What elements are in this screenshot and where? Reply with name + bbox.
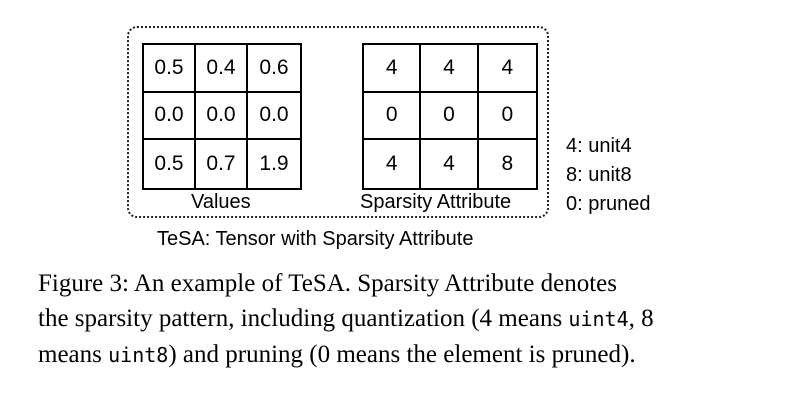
caption-line-3: means uint8) and pruning (0 means the el… xyxy=(38,337,798,373)
caption-line-2: the sparsity pattern, including quantiza… xyxy=(38,301,798,337)
sparsity-cell: 4 xyxy=(421,45,479,93)
sparsity-cell: 0 xyxy=(478,93,536,141)
values-cell: 0.6 xyxy=(248,45,300,93)
sparsity-cell: 0 xyxy=(364,92,422,141)
values-label: Values xyxy=(191,191,251,213)
values-cell: 0.0 xyxy=(248,93,300,141)
caption-text: the sparsity pattern, including quantiza… xyxy=(38,305,569,332)
legend-item-unit4: 4: unit4 xyxy=(566,135,632,157)
sparsity-grid: 4 4 4 0 0 0 4 4 8 xyxy=(362,43,538,190)
values-cell: 0.0 xyxy=(196,92,248,141)
tesa-label: TeSA: Tensor with Sparsity Attribute xyxy=(157,228,474,250)
values-cell: 0.4 xyxy=(196,45,248,93)
sparsity-cell: 4 xyxy=(478,45,536,93)
values-grid: 0.5 0.4 0.6 0.0 0.0 0.0 0.5 0.7 1.9 xyxy=(142,43,302,190)
sparsity-cell: 4 xyxy=(364,140,422,188)
caption-text: means xyxy=(38,341,109,368)
legend-item-pruned: 0: pruned xyxy=(566,193,651,215)
sparsity-cell: 0 xyxy=(421,92,479,141)
sparsity-cell: 4 xyxy=(364,45,422,93)
figure-caption: Figure 3: An example of TeSA. Sparsity A… xyxy=(38,266,798,373)
values-cell: 0.5 xyxy=(144,45,196,93)
sparsity-cell: 4 xyxy=(421,140,479,188)
legend: 4: unit4 8: unit8 0: pruned xyxy=(566,132,651,219)
tesa-figure: 0.5 0.4 0.6 0.0 0.0 0.0 0.5 0.7 1.9 4 4 … xyxy=(127,26,651,250)
code-uint4: uint4 xyxy=(568,307,629,331)
caption-text: , 8 xyxy=(628,305,654,332)
caption-text: ) and pruning (0 means the element is pr… xyxy=(168,341,636,368)
code-uint8: uint8 xyxy=(108,343,169,367)
sparsity-cell: 8 xyxy=(501,152,514,176)
values-cell: 0.7 xyxy=(196,140,248,188)
tesa-dotted-border xyxy=(127,26,549,218)
values-cell: 0.5 xyxy=(144,140,196,188)
sparsity-attribute-label: Sparsity Attribute xyxy=(360,191,512,213)
values-cell: 0.0 xyxy=(144,92,196,141)
legend-item-unit8: 8: unit8 xyxy=(566,164,632,186)
values-cell: 1.9 xyxy=(259,152,289,176)
caption-line-1: Figure 3: An example of TeSA. Sparsity A… xyxy=(38,270,617,297)
